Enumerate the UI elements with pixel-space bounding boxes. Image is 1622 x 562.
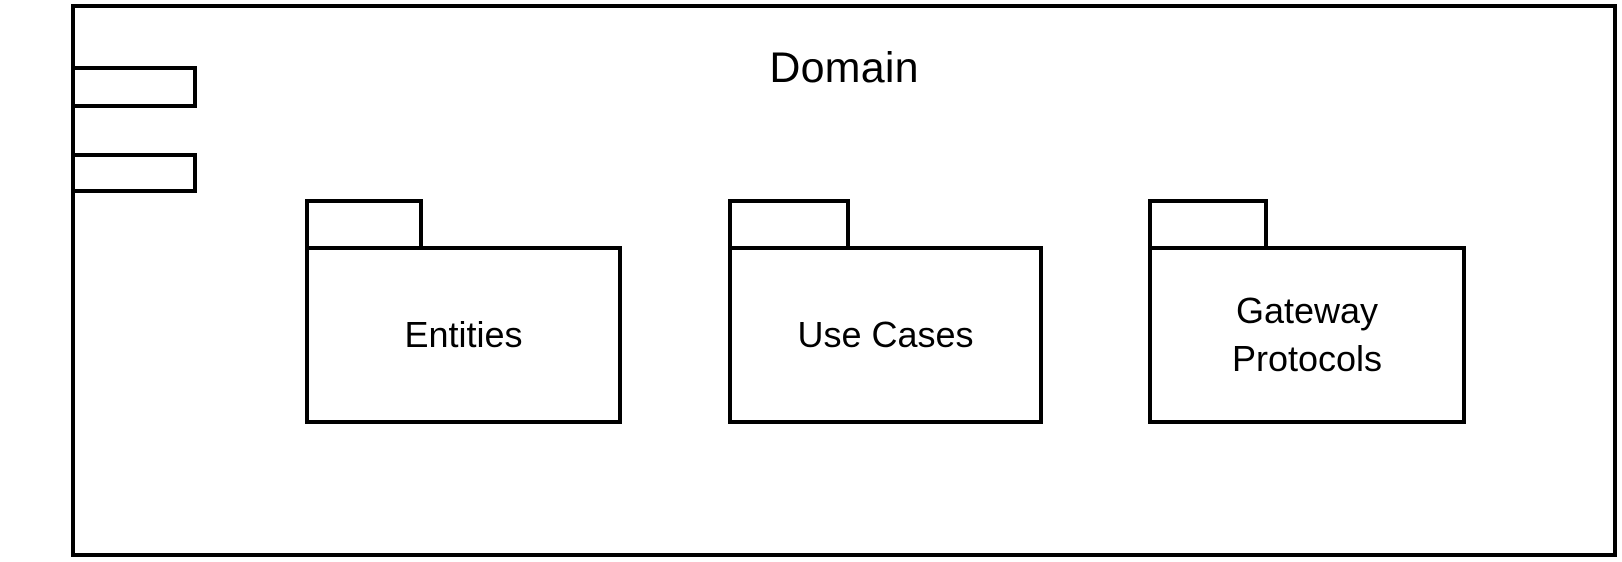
package-body[interactable]: Use Cases <box>728 246 1043 424</box>
package-body[interactable]: Gateway Protocols <box>1148 246 1466 424</box>
package-folder-tab-icon <box>728 199 850 250</box>
package-label: Gateway Protocols <box>1231 290 1383 379</box>
component-domain[interactable]: Domain Entities Use Cases Gateway Protoc… <box>71 4 1617 557</box>
component-icon-lower-tab <box>71 153 197 193</box>
package-label: Use Cases <box>797 314 974 356</box>
package-label: Entities <box>404 314 523 356</box>
component-icon-upper-tab <box>71 66 197 108</box>
package-body[interactable]: Entities <box>305 246 622 424</box>
package-folder-tab-icon <box>1148 199 1268 250</box>
component-title: Domain <box>769 44 919 92</box>
package-folder-tab-icon <box>305 199 423 250</box>
